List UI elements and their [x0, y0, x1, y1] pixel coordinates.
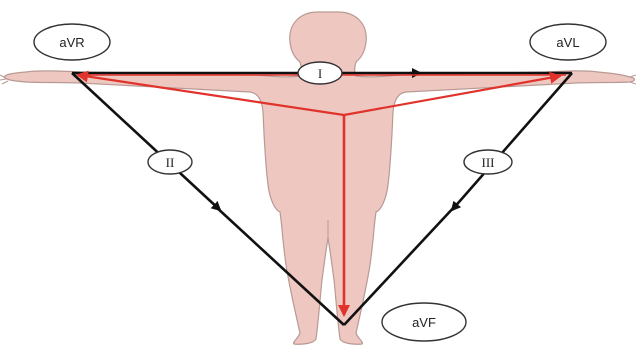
label-lead-I-text: I — [318, 66, 322, 81]
lead-III-line — [452, 73, 572, 210]
label-aVL-text: aVL — [556, 35, 579, 50]
label-aVR: aVR — [34, 24, 110, 60]
label-lead-III: III — [464, 150, 512, 174]
label-lead-II-text: II — [166, 155, 175, 170]
label-lead-II: II — [148, 150, 192, 174]
label-lead-I: I — [298, 62, 342, 84]
label-lead-III-text: III — [482, 155, 495, 170]
label-aVF: aVF — [382, 303, 466, 341]
label-aVR-text: aVR — [59, 35, 84, 50]
label-aVF-text: aVF — [412, 315, 436, 330]
label-aVL: aVL — [530, 24, 606, 60]
